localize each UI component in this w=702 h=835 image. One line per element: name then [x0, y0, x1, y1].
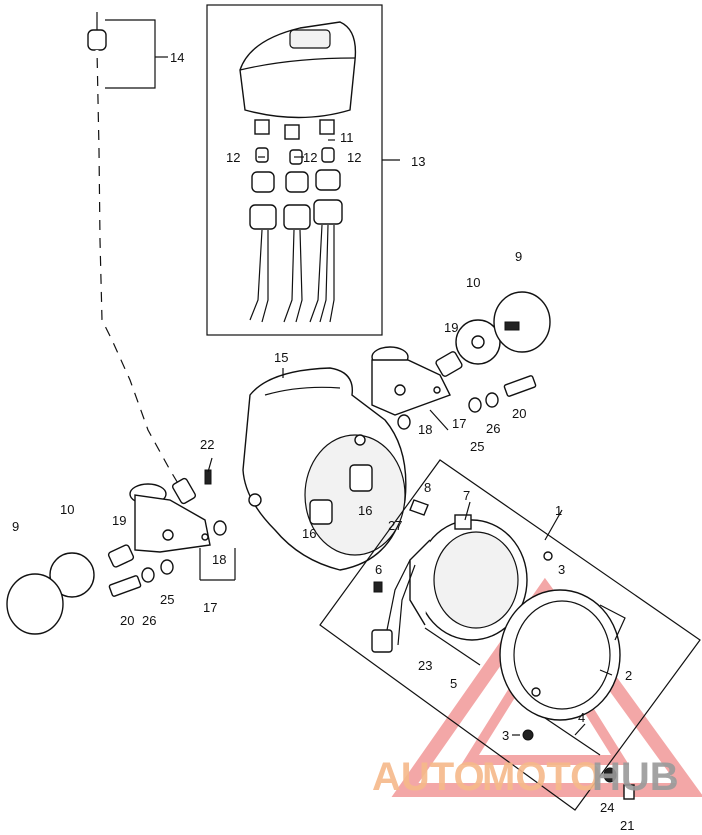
callout-21: 21 — [620, 818, 634, 833]
callout-13: 13 — [411, 154, 425, 169]
callout-19-left: 19 — [112, 513, 126, 528]
callout-24: 24 — [600, 800, 614, 815]
callout-20-left: 20 — [120, 613, 134, 628]
callout-12-center: 12 — [303, 150, 317, 165]
callout-20-right: 20 — [512, 406, 526, 421]
callout-18-right: 18 — [418, 422, 432, 437]
watermark-moto: MOTO — [482, 755, 601, 799]
callout-12-right: 12 — [347, 150, 361, 165]
watermark-hub: HUB — [592, 755, 679, 799]
callout-2: 2 — [625, 668, 632, 683]
headlight-unit — [319, 459, 701, 811]
callout-12-left: 12 — [226, 150, 240, 165]
callout-25-right: 25 — [470, 439, 484, 454]
callout-11: 11 — [340, 130, 354, 145]
callout-16-left: 16 — [302, 526, 316, 541]
callout-25-left: 25 — [160, 592, 174, 607]
callout-16-right: 16 — [358, 503, 372, 518]
meter-assembly-box — [206, 4, 400, 336]
headlight-case — [242, 367, 407, 571]
watermark-auto: AUTO — [372, 755, 485, 799]
callout-10-left: 10 — [60, 502, 74, 517]
callout-27: 27 — [388, 518, 402, 533]
callout-5: 5 — [450, 676, 457, 691]
callout-3-upper: 3 — [558, 562, 565, 577]
callout-14: 14 — [170, 50, 184, 65]
callout-9-right: 9 — [515, 249, 522, 264]
leader-lines — [207, 139, 613, 736]
callout-15: 15 — [274, 350, 288, 365]
speedometer-cable — [87, 12, 197, 505]
callout-6: 6 — [375, 562, 382, 577]
watermark-text: AUTO MOTO HUB — [372, 755, 679, 799]
callout-26-right: 26 — [486, 421, 500, 436]
callout-19-right: 19 — [444, 320, 458, 335]
right-mounting-bracket — [371, 291, 551, 430]
callout-17-right: 17 — [452, 416, 466, 431]
callout-17-left: 17 — [203, 600, 217, 615]
callout-23: 23 — [418, 658, 432, 673]
callout-9-left: 9 — [12, 519, 19, 534]
left-mounting-bracket — [6, 469, 236, 635]
callout-7: 7 — [463, 488, 470, 503]
callout-4: 4 — [578, 710, 585, 725]
callout-26-left: 26 — [142, 613, 156, 628]
callout-10-right: 10 — [466, 275, 480, 290]
callout-18-left: 18 — [212, 552, 226, 567]
callout-3-lower: 3 — [502, 728, 509, 743]
callout-8: 8 — [424, 480, 431, 495]
callout-22: 22 — [200, 437, 214, 452]
callout-1: 1 — [555, 503, 562, 518]
callout-labels: 1 2 3 3 4 5 6 7 8 9 9 10 10 11 12 12 12 … — [12, 50, 634, 833]
